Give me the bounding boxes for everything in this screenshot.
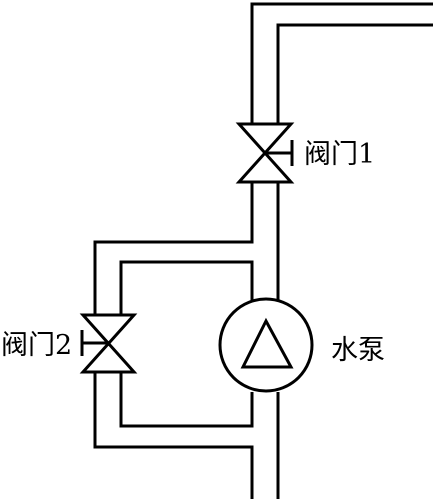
valve-1-label: 阀门1 [304, 139, 375, 170]
main-pipe-outer-wall-top [250, 2, 433, 124]
valve-2-symbol [79, 313, 138, 374]
bypass-outer-wall-bottom [93, 372, 254, 499]
pump-symbol [218, 297, 314, 393]
valve-2-label: 阀门2 [1, 330, 72, 361]
main-pipe-outer-wall-mid [93, 182, 254, 315]
pump-label: 水泵 [331, 335, 385, 366]
bypass-inner-wall-bottom [119, 372, 254, 428]
valve-1-symbol [235, 122, 295, 184]
bypass-inner-wall-top [119, 260, 254, 315]
main-pipe-inner-wall-top [276, 23, 433, 124]
